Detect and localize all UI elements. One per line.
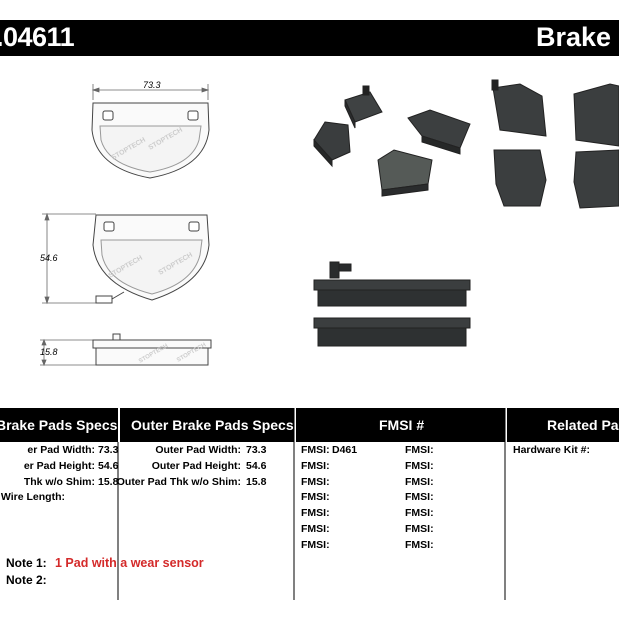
width-dimension-label: 73.3 — [143, 80, 161, 90]
fmsi-left-label-1: FMSI: — [301, 444, 330, 456]
fmsi-left-label-3: FMSI: — [301, 476, 330, 488]
fmsi-left-label-6: FMSI: — [301, 523, 330, 535]
outer-specs-header-bg — [120, 408, 294, 442]
section-separators — [117, 408, 506, 600]
note-1-text: 1 Pad with a wear sensor — [55, 556, 204, 570]
fmsi-heading: FMSI # — [379, 417, 425, 433]
inner-specs-header-bg — [0, 408, 118, 442]
inner-specs-heading: Brake Pads Specs — [0, 417, 118, 433]
fmsi-right-label-6: FMSI: — [405, 523, 434, 535]
inner-thickness-label: Thk w/o Shim: — [23, 476, 95, 488]
note-1-label: Note 1: — [6, 556, 47, 570]
outer-thickness-label: Outer Pad Thk w/o Shim: — [116, 476, 241, 488]
width-dimension-line — [91, 84, 210, 100]
height-dimension-label: 54.6 — [40, 253, 58, 263]
outer-thickness-value: 15.8 — [246, 476, 267, 488]
height-dimension-line — [42, 212, 96, 305]
fmsi-right-label-4: FMSI: — [405, 491, 434, 503]
pad-drawing-middle: STOPTECH STOPTECH — [92, 214, 210, 304]
outer-width-label: Outer Pad Width: — [155, 444, 241, 456]
fmsi-right-label-7: FMSI: — [405, 539, 434, 551]
outer-specs-heading: Outer Brake Pads Specs — [131, 417, 294, 433]
part-number: .04611 — [0, 22, 75, 52]
fmsi-left-label-7: FMSI: — [301, 539, 330, 551]
fmsi-left-label-5: FMSI: — [301, 507, 330, 519]
fmsi-right-label-1: FMSI: — [405, 444, 434, 456]
outer-width-value: 73.3 — [246, 444, 267, 456]
inner-wire-length-label: r Wire Length: — [0, 491, 65, 503]
pad-drawing-top: STOPTECH STOPTECH — [91, 102, 210, 179]
pads-photo-top-view — [491, 79, 619, 209]
inner-height-label: er Pad Height: — [23, 460, 95, 472]
note-2-label: Note 2: — [6, 573, 47, 587]
inner-width-value: 73.3 — [98, 444, 119, 456]
pads-photo-side-view — [313, 261, 471, 347]
outer-height-value: 54.6 — [246, 460, 267, 472]
pad-drawing-side: STOPTECH STOPTECH — [92, 333, 212, 366]
fmsi-header-bg — [296, 408, 505, 442]
thickness-dimension-line — [40, 338, 96, 367]
hardware-kit-label: Hardware Kit #: — [513, 444, 591, 456]
fmsi-left-label-4: FMSI: — [301, 491, 330, 503]
inner-height-value: 54.6 — [98, 460, 119, 472]
inner-thickness-value: 15.8 — [98, 476, 119, 488]
fmsi-right-label-5: FMSI: — [405, 507, 434, 519]
fmsi-left-label-2: FMSI: — [301, 460, 330, 472]
pads-photo-perspective — [313, 85, 471, 197]
outer-height-label: Outer Pad Height: — [151, 460, 241, 472]
inner-width-label: er Pad Width: — [27, 444, 95, 456]
header-bar — [0, 20, 619, 56]
fmsi-left-value-1: D461 — [332, 444, 358, 456]
fmsi-right-label-3: FMSI: — [405, 476, 434, 488]
document-title: Brake F — [536, 22, 619, 52]
fmsi-right-label-2: FMSI: — [405, 460, 434, 472]
related-header-bg — [507, 408, 619, 442]
thickness-dimension-label: 15.8 — [40, 347, 58, 357]
related-parts-heading: Related Pa — [547, 417, 619, 433]
